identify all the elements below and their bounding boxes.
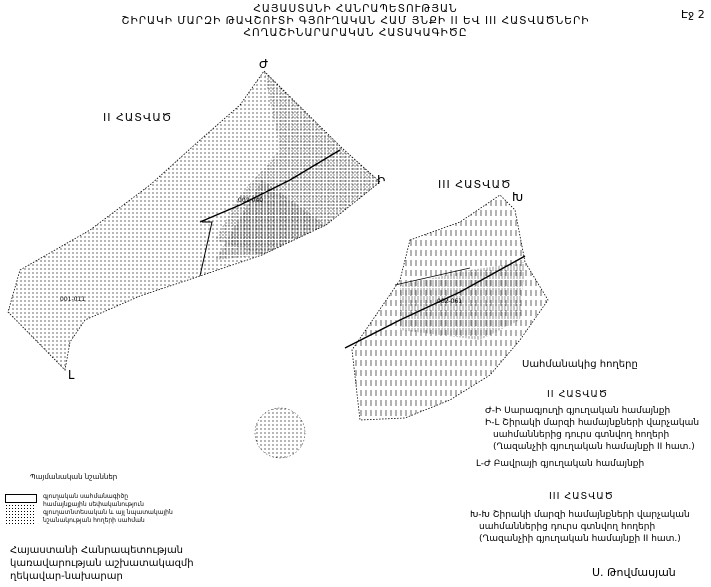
- page-number: Էջ 2: [681, 8, 705, 21]
- adjacent-line: Լ-Ժ Բավրայի գյուղական համայնքի: [476, 459, 645, 469]
- adjacent-line: Ի-Լ Շիրակի մարզի համայնքների վարչական: [485, 418, 700, 428]
- adjacent-line: (Ղազանչիի գյուղական համայնքի II հատ.): [493, 442, 695, 452]
- footer-line: կառավարության աշխատակազմի: [10, 558, 194, 569]
- legend-text: համայնքային սեփականություն: [43, 501, 144, 508]
- legend-title: Պայմանական նշաններ: [30, 473, 118, 481]
- adjacent-section-iii: III ՀԱՏՎԱԾ: [549, 491, 614, 502]
- legend-dotted-symbol: [5, 504, 35, 524]
- legend-text: նշանակության հողերի սահման: [43, 517, 145, 524]
- corner-label-l: Լ: [68, 368, 75, 382]
- corner-label-i: Ի: [377, 173, 386, 187]
- parcel-label: 002-040: [238, 197, 264, 204]
- adjacent-line: սահմաններից դուրս գտնվող հողերի: [493, 430, 670, 440]
- corner-label-d: Ժ: [259, 57, 269, 71]
- section-iii-label: III ՀԱՏՎԱԾ: [438, 178, 512, 191]
- adjacent-section-ii: II ՀԱՏՎԱԾ: [547, 389, 609, 400]
- legend-boundary-symbol: [5, 494, 37, 503]
- footer-line: Հայաստանի Հանրապետության: [10, 545, 184, 556]
- parcel-label: 002-061: [437, 298, 463, 305]
- adjacent-line: սահմաններից դուրս գտնվող հողերի: [479, 522, 656, 532]
- small-dotted-area: [254, 407, 306, 459]
- section-ii-label: II ՀԱՏՎԱԾ: [103, 111, 173, 124]
- adjacent-line: Խ-Խ Շիրակի մարզի համայնքների վարչական: [470, 510, 690, 520]
- legend-text: գյուղատնտեսական և այլ նպատակային: [43, 509, 173, 516]
- adjacent-lands-title: Սահմանակից հողերը: [522, 359, 638, 370]
- section-ii-parcel: [7, 70, 381, 371]
- parcel-label: 001-011: [60, 296, 86, 303]
- section-iii-parcel: [344, 194, 549, 421]
- legend-text: գյուղական սահմանագիծը: [43, 493, 129, 500]
- title-country: ՀԱՅԱՍՏԱՆԻ ՀԱՆՐԱՊԵՏՈՒԹՅԱՆ: [253, 3, 458, 15]
- adjacent-line: Ժ-Ի Սարագյուղի գյուղական համայնքի: [485, 406, 671, 416]
- adjacent-line: (Ղազանչիի գյուղական համայնքի II հատ.): [479, 534, 681, 544]
- footer-line: ղեկավար-նախարար: [10, 571, 123, 582]
- corner-label-kh: Խ: [512, 190, 524, 204]
- title-document: ՀՈՂԱՇԻՆԱՐԱՐԱԿԱՆ ՀԱՏԱԿԱԳԻԾԸ: [243, 27, 468, 39]
- signature-name: Ս. Թովմասյան: [592, 566, 676, 579]
- title-region: ՇԻՐԱԿԻ ՄԱՐԶԻ ԹԱՎՇՈՒՏԻ ԳՅՈՒՂԱԿԱՆ ՀԱՄ ՅՆՔԻ…: [121, 15, 590, 27]
